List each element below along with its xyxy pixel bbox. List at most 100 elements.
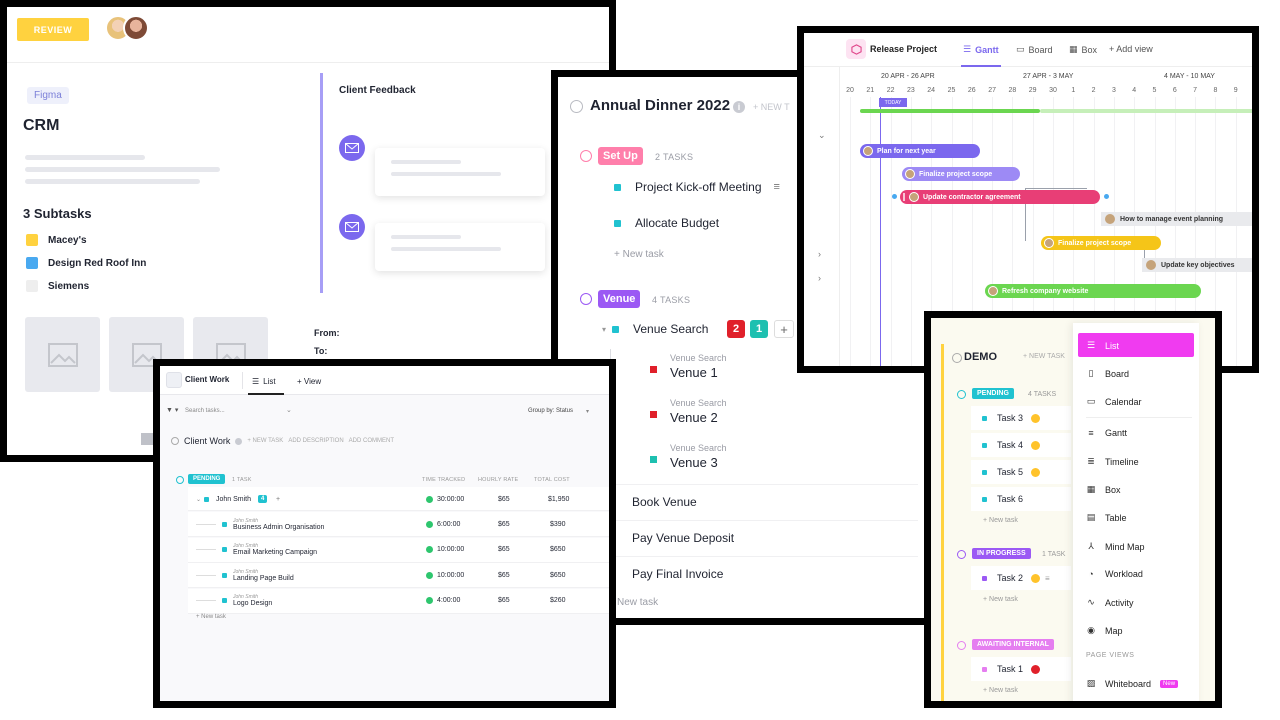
review-button[interactable]: REVIEW [17,18,89,41]
collapse-icon[interactable] [952,353,962,363]
add-comment-button[interactable]: ADD COMMENT [348,438,394,444]
tab-list[interactable]: ☰ List [252,377,276,386]
gantt-bar[interactable]: How to manage event planning [1101,212,1252,226]
resize-handle[interactable] [903,193,905,201]
time-tracked[interactable]: 10:00:00 [426,563,464,587]
subtask-count-badge[interactable]: 4 [258,487,268,511]
chevron-right-icon[interactable]: › [818,249,821,259]
column-header-time[interactable]: TIME TRACKED [422,477,466,483]
gantt-bar[interactable]: Finalize project scope [902,167,1020,181]
task-row[interactable]: Task 4 [971,433,1071,457]
tab-gantt[interactable]: ☰ Gantt [963,44,999,55]
new-task-link[interactable]: New task [617,597,659,608]
chevron-down-icon[interactable]: ⌄ [286,407,292,414]
menu-item-calendar[interactable]: ▭ Calendar [1086,396,1142,407]
chevron-down-icon[interactable]: ⌄ [818,130,826,140]
menu-item-mind-map[interactable]: ⅄ Mind Map [1086,541,1144,552]
collapse-icon[interactable] [570,100,583,113]
collapse-icon[interactable] [171,437,179,445]
chevron-down-icon[interactable]: ⌄ [196,496,202,503]
task-row[interactable]: Pay Venue Deposit [558,520,918,554]
collapse-icon[interactable] [580,150,592,162]
new-task-button[interactable]: + NEW TASK [247,438,284,444]
add-subtask-icon[interactable]: + [276,495,281,503]
tab-board[interactable]: ▭ Board [1016,44,1053,55]
subtask-row[interactable]: Venue Search Venue 2 [670,398,727,425]
gantt-bar[interactable]: Update key objectives [1142,258,1252,272]
new-task-link[interactable]: + New task [196,614,226,620]
menu-item-map[interactable]: ◉ Map [1086,625,1122,636]
new-task-link[interactable]: + New task [614,249,664,260]
new-task-link[interactable]: + New task [983,596,1018,603]
time-tracked[interactable]: 10:00:00 [426,538,464,562]
subtask-row[interactable]: Venue Search Venue 3 [670,443,727,470]
subtask-row[interactable]: Venue Search Venue 1 [670,353,727,380]
add-subtask-icon[interactable]: + [774,320,794,338]
feedback-card[interactable] [375,223,545,271]
add-view-button[interactable]: + Add view [1109,44,1153,54]
task-row[interactable]: Task 6 [971,487,1071,511]
subtask-count-badge-green[interactable]: 1 [750,320,768,338]
play-icon[interactable] [426,546,433,553]
collapse-icon[interactable] [957,641,966,650]
priority-icon[interactable] [1031,664,1041,674]
chevron-down-icon[interactable]: ▾ [586,409,590,415]
gantt-bar[interactable]: Plan for next year [860,144,980,158]
time-tracked[interactable]: 6:00:00 [426,512,460,536]
info-icon[interactable]: i [733,101,745,113]
priority-icon[interactable] [1031,573,1041,583]
subtask-item[interactable]: Siemens [26,280,89,292]
filter-icon[interactable]: ▼ ▾ [166,407,179,414]
play-icon[interactable] [426,571,433,579]
gantt-bar[interactable]: Finalize project scope [1041,236,1161,250]
subtask-item[interactable]: Design Red Roof Inn [26,257,146,269]
collapse-icon[interactable] [176,476,184,484]
feedback-card[interactable] [375,148,545,196]
menu-item-gantt[interactable]: ≡ Gantt [1086,428,1127,438]
task-row[interactable]: Task 1 [971,657,1071,681]
drag-handle[interactable] [892,194,897,199]
task-row[interactable]: Book Venue [558,484,918,518]
subtask-item[interactable]: Macey's [26,234,87,246]
image-placeholder[interactable] [25,317,100,392]
drag-handle[interactable] [1104,194,1109,199]
collapse-icon[interactable] [957,550,966,559]
chevron-right-icon[interactable]: › [818,273,821,283]
gantt-bar[interactable]: Update contractor agreement [900,190,1100,204]
column-header-rate[interactable]: HOURLY RATE [478,477,519,483]
task-row[interactable]: Pay Final Invoice [558,556,918,590]
menu-item-timeline[interactable]: ≣ Timeline [1086,456,1138,467]
new-task-button[interactable]: + NEW TASK [1023,353,1065,360]
add-view-button[interactable]: + View [297,377,321,386]
menu-item-list[interactable]: ☰ List [1086,340,1119,351]
collapse-icon[interactable] [957,390,966,399]
menu-item-activity[interactable]: ∿ Activity [1086,597,1133,608]
menu-item-board[interactable]: ▯ Board [1086,368,1130,379]
play-icon[interactable] [426,495,433,503]
group-by-select[interactable]: Group by: Status [528,408,574,414]
menu-item-table[interactable]: ▤ Table [1086,512,1127,523]
priority-icon[interactable] [1031,467,1041,477]
column-header-cost[interactable]: TOTAL COST [534,477,570,483]
task-row[interactable]: Task 5 [971,460,1071,484]
menu-item-workload[interactable]: ◔ Workload [1086,569,1143,579]
priority-icon[interactable] [1031,413,1041,423]
play-icon[interactable] [426,597,433,604]
new-task-link[interactable]: + New task [983,517,1018,524]
gantt-bar[interactable]: Refresh company website [985,284,1201,298]
new-task-button[interactable]: + NEW T [753,102,790,112]
subtask-count-badge-red[interactable]: 2 [727,320,745,338]
chevron-down-icon[interactable]: ▾ [602,324,607,334]
play-icon[interactable] [426,520,433,528]
time-tracked[interactable]: 30:00:00 [426,487,464,511]
add-description-button[interactable]: ADD DESCRIPTION [288,438,344,444]
tab-box[interactable]: ▦ Box [1069,44,1097,55]
time-tracked[interactable]: 4:00:00 [426,589,460,613]
priority-icon[interactable] [1031,440,1041,450]
collapse-icon[interactable] [580,293,592,305]
menu-item-whiteboard[interactable]: ▨ Whiteboard New [1086,678,1179,689]
